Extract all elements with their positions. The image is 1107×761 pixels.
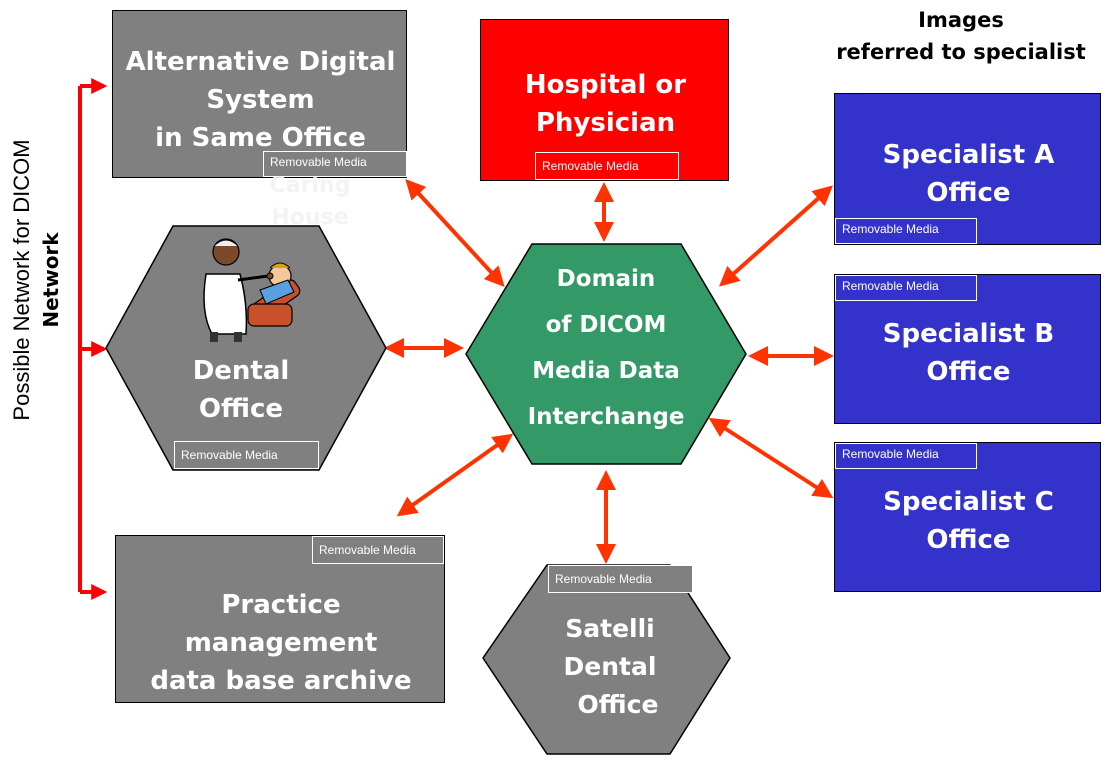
domain-hexagon <box>465 243 747 465</box>
specialist-b-title: Specialist B Office <box>835 315 1102 391</box>
dental-office-title: Dental Office <box>170 352 312 428</box>
arrow-specc-domain <box>708 417 834 499</box>
specialist-a-removable-media-badge: Removable Media <box>835 218 977 244</box>
alt-removable-media-badge: Removable Media <box>263 151 407 177</box>
domain-line1: Domain <box>556 266 656 292</box>
satellite-line3: Office <box>577 690 659 719</box>
specialist-a-title: Specialist A Office <box>835 136 1102 212</box>
hospital-removable-media-badge: Removable Media <box>535 152 679 180</box>
arrow-speca-domain <box>719 185 833 287</box>
alt-line3: in Same Office <box>155 123 366 153</box>
alt-line1: Alternative Digital <box>125 47 396 77</box>
dental-office-hexagon <box>105 225 387 471</box>
domain-line3: Media Data <box>532 358 680 384</box>
spec-a-line1: Specialist A <box>882 140 1055 170</box>
alternative-digital-system-box: Alternative Digital System in Same Offic… <box>112 10 407 178</box>
practice-removable-media-badge: Removable Media <box>312 536 444 564</box>
domain-line4: Interchange <box>527 404 685 430</box>
practice-line3: data base archive <box>150 666 412 696</box>
spec-b-line1: Specialist B <box>882 319 1055 349</box>
satellite-removable-media-badge: Removable Media <box>548 565 693 593</box>
alt-line2: System <box>206 85 315 115</box>
arrow-practice-domain <box>396 433 514 517</box>
images-referred-label: Images referred to specialist <box>818 4 1104 68</box>
dental-removable-media-badge: Removable Media <box>174 441 319 469</box>
specialist-c-removable-media-badge: Removable Media <box>835 443 977 469</box>
dental-line1: Dental <box>192 356 290 386</box>
ghost-line1: Caring <box>269 173 351 198</box>
hospital-title: Hospital or Physician <box>481 66 730 142</box>
dental-line2: Office <box>198 394 284 424</box>
alt-title: Alternative Digital System in Same Offic… <box>113 43 408 157</box>
satellite-line2: Dental <box>563 652 657 681</box>
domain-line2: of DICOM <box>545 312 667 338</box>
satellite-line1: Satelli <box>565 614 655 643</box>
domain-title: Domain of DICOM Media Data Interchange <box>506 256 706 440</box>
images-label-line1: Images <box>918 8 1004 32</box>
practice-line2: management <box>184 628 378 658</box>
satellite-title: Satelli Dental Office <box>540 610 680 724</box>
hospital-line2: Physician <box>535 108 676 138</box>
spec-c-line2: Office <box>926 525 1011 555</box>
practice-line1: Practice <box>221 590 341 620</box>
alt-ghost-text: Caring House <box>240 170 380 234</box>
specialist-c-title: Specialist C Office <box>835 483 1102 559</box>
dentist-clipart-icon <box>203 238 301 342</box>
spec-a-line2: Office <box>926 178 1011 208</box>
practice-title: Practice management data base archive <box>116 586 446 700</box>
spec-b-line2: Office <box>926 357 1011 387</box>
arrow-alt-domain <box>405 179 505 287</box>
images-label-line2: referred to specialist <box>836 40 1086 64</box>
spec-c-line1: Specialist C <box>883 487 1054 517</box>
specialist-b-removable-media-badge: Removable Media <box>835 275 977 301</box>
hospital-line1: Hospital or <box>524 70 687 100</box>
